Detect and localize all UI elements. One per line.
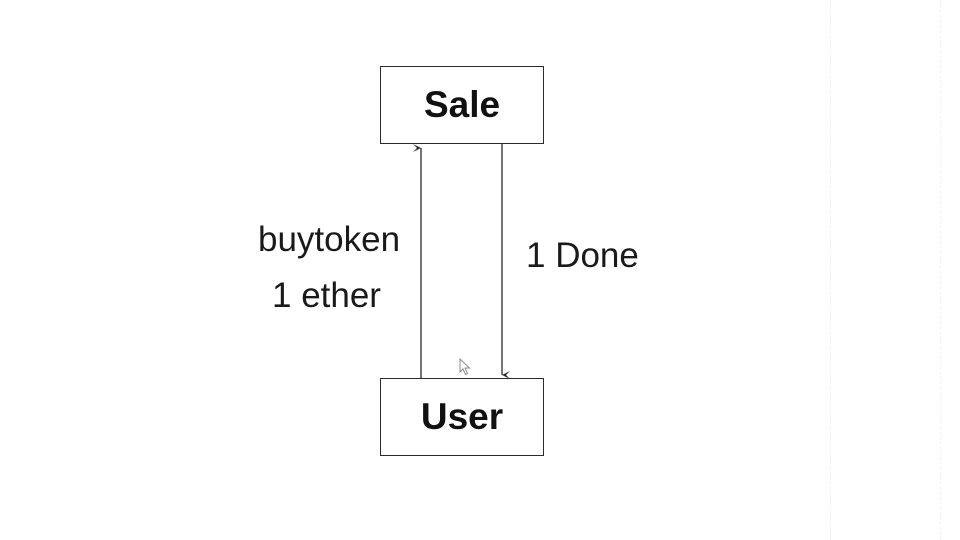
edge-label-done: 1 Done	[526, 236, 639, 275]
grid-guide-line	[940, 0, 941, 540]
mouse-pointer-icon	[459, 358, 471, 376]
node-user[interactable]: User	[380, 378, 544, 456]
edge-label-ether: 1 ether	[272, 276, 381, 315]
node-user-label: User	[420, 396, 504, 437]
node-sale-label: Sale	[423, 84, 501, 125]
edge-label-buytoken: buytoken	[258, 220, 401, 259]
node-sale[interactable]: Sale	[380, 66, 544, 144]
grid-guide-line	[830, 0, 831, 540]
